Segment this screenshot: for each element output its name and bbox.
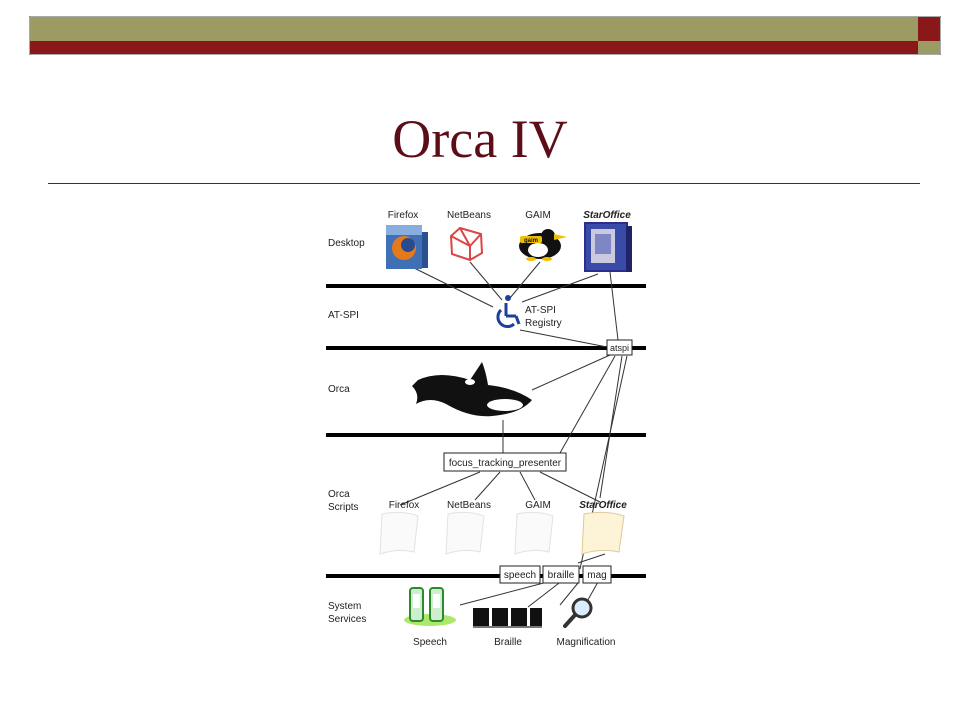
script-scroll-icons [379,511,625,555]
service-label-magnification: Magnification [557,637,616,648]
script-label-firefox: Firefox [389,500,420,511]
firefox-icon [386,225,428,269]
gaim-icon: gaim [519,229,567,261]
netbeans-icon [449,226,484,262]
app-label-staroffice: StarOffice [583,210,631,221]
script-label-gaim: GAIM [525,500,551,511]
layer-label-services-line2: Services [328,614,366,625]
service-box-mag: mag [587,570,606,581]
layer-separators [326,284,646,578]
service-label-braille: Braille [494,637,522,648]
script-label-netbeans: NetBeans [447,500,491,511]
registry-label-line2: Registry [525,318,562,329]
layer-label-atspi: AT-SPI [328,310,359,321]
focus-tracking-presenter-box: focus_tracking_presenter [443,452,567,472]
app-label-netbeans: NetBeans [447,210,491,221]
layer-label-desktop: Desktop [328,238,365,249]
staroffice-icon [584,222,632,272]
magnifier-icon [563,597,593,628]
svg-text:gaim: gaim [524,238,538,244]
service-boxes: speech braille mag [499,565,612,584]
slide-title: Orca IV [392,109,568,169]
atspi-box: atspi [606,339,633,356]
script-scroll-icon [514,511,554,555]
app-label-firefox: Firefox [388,210,419,221]
braille-icon [473,608,542,628]
script-scroll-icon [581,511,625,555]
connection-lines [399,261,628,608]
orca-whale-icon [412,362,532,417]
script-scroll-icon [379,511,419,555]
registry-label-line1: AT-SPI [525,305,556,316]
title-divider [48,183,920,184]
script-label-staroffice: StarOffice [579,500,627,511]
accessibility-icon [496,295,521,329]
service-label-speech: Speech [413,637,447,648]
service-box-speech: speech [504,570,536,581]
app-label-gaim: GAIM [525,210,551,221]
top-decorative-bar [29,16,941,55]
layer-label-scripts-line1: Orca [328,489,350,500]
layer-label-scripts-line2: Scripts [328,502,359,513]
focus-tracking-presenter-label: focus_tracking_presenter [449,458,562,469]
service-box-braille: braille [548,570,575,581]
speech-icon [404,587,456,626]
layer-label-services-line1: System [328,601,361,612]
script-scroll-icon [445,511,485,555]
atspi-box-label: atspi [610,343,629,353]
layer-label-orca: Orca [328,384,350,395]
